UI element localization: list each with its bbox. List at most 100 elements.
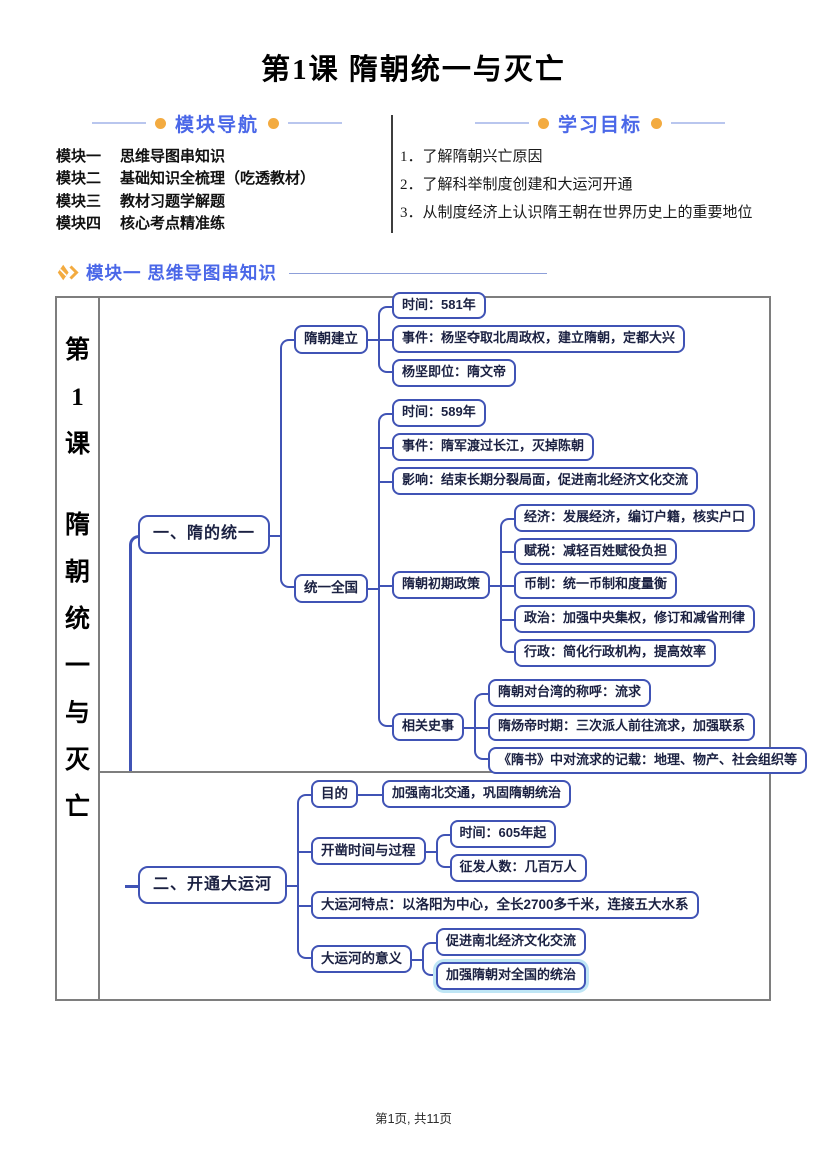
mindmap-branch: 目的加强南北交通，巩固隋朝统治 [311, 777, 572, 811]
mindmap-branch: 二、开通大运河目的加强南北交通，巩固隋朝统治开凿时间与过程时间：605年起征发人… [138, 774, 699, 996]
vertical-title-char: 与 [64, 700, 90, 727]
mindmap-branch: 行政：简化行政机构，提高效率 [514, 639, 717, 667]
list-item: 1．了解隋朝兴亡原因 [400, 149, 543, 165]
mindmap-branch: 赋税：减轻百姓赋役负担 [514, 537, 678, 566]
section-title: 模块一 思维导图串知识 [86, 263, 277, 283]
mindmap-child-row: 杨坚即位：隋文帝 [378, 356, 685, 390]
bullet-dot-icon [651, 117, 662, 129]
mindmap-branch: 时间：605年起 [449, 819, 557, 848]
mindmap-children: 时间：581年事件：杨坚夺取北周政权，建立隋朝，定都大兴杨坚即位：隋文帝 [368, 289, 686, 391]
page-number: 第1页, 共11页 [375, 1112, 452, 1126]
mindmap-node: 事件：隋军渡过长江，灭掉陈朝 [392, 432, 595, 461]
mindmap-child-row: 隋朝对台湾的称呼：流求 [474, 676, 807, 710]
mindmap-child-row: 加强南北交通，巩固隋朝统治 [368, 777, 572, 811]
divider-line [91, 122, 146, 124]
mindmap-child-row: 开凿时间与过程时间：605年起征发人数：几百万人 [297, 813, 699, 888]
mindmap-node: 政治：加强中央集权，修订和减省刑律 [514, 605, 756, 634]
mindmap-child-row: 目的加强南北交通，巩固隋朝统治 [297, 774, 699, 814]
module-nav-title: 模块导航 [174, 114, 259, 136]
mindmap-branch: 时间：581年 [392, 291, 486, 320]
mindmap-node: 加强隋朝对全国的统治 [436, 962, 587, 990]
trunk-connector-line [129, 534, 143, 771]
mindmap-branch: 相关史事隋朝对台湾的称呼：流求隋炀帝时期：三次派人前往流求，加强联系《隋书》中对… [392, 676, 808, 778]
mindmap-node: 时间：589年 [392, 399, 486, 427]
mindmap-child-row: 赋税：减轻百姓赋役负担 [500, 534, 755, 569]
list-item: 模块二 基础知识全梳理（吃透教材） [48, 167, 386, 190]
divider-line [288, 122, 342, 124]
mindmap-branch: 政治：加强中央集权，修订和减省刑律 [514, 605, 756, 634]
mindmap-branch: 《隋书》中对流求的记载：地理、物产、社会组织等 [488, 746, 808, 775]
trunk-connector-line [125, 885, 140, 888]
mindmap-child-row: 隋炀帝时期：三次派人前往流求，加强联系 [474, 709, 807, 744]
mindmap-branch: 隋朝建立时间：581年事件：杨坚夺取北周政权，建立隋朝，定都大兴杨坚即位：隋文帝 [294, 289, 686, 391]
mindmap-child-row: 《隋书》中对流求的记载：地理、物产、社会组织等 [474, 743, 808, 778]
mindmap-child-row: 隋朝建立时间：581年事件：杨坚夺取北周政权，建立隋朝，定都大兴杨坚即位：隋文帝 [280, 286, 807, 394]
mindmap-child-row: 促进南北经济文化交流 [422, 925, 587, 959]
mindmap-child-row: 事件：隋军渡过长江，灭掉陈朝 [378, 429, 807, 464]
mindmap-branch: 隋朝初期政策经济：发展经济，编订户籍，核实户口赋税：减轻百姓赋役负担币制：统一币… [392, 501, 756, 670]
mindmap-branch: 事件：杨坚夺取北周政权，建立隋朝，定都大兴 [392, 325, 686, 354]
learning-goals-header: 学习目标 [400, 110, 800, 136]
mindmap-node: 相关史事 [392, 712, 465, 741]
mindmap-area: 一、隋的统一隋朝建立时间：581年事件：杨坚夺取北周政权，建立隋朝，定都大兴杨坚… [100, 291, 808, 999]
mindmap-node: 影响：结束长期分裂局面，促进南北经济文化交流 [392, 466, 699, 495]
mindmap-row-sui-unification: 一、隋的统一隋朝建立时间：581年事件：杨坚夺取北周政权，建立隋朝，定都大兴杨坚… [100, 291, 808, 775]
mindmap-node: 加强南北交通，巩固隋朝统治 [382, 780, 572, 808]
diamond-chevron-icon [57, 264, 79, 281]
mindmap-child-row: 隋朝初期政策经济：发展经济，编订户籍，核实户口赋税：减轻百姓赋役负担币制：统一币… [378, 497, 807, 674]
mindmap-branch: 加强隋朝对全国的统治 [436, 962, 587, 990]
module-nav-panel: 模块导航 模块一 思维导图串知识 模块二 基础知识全梳理（吃透教材） 模块三 教… [48, 110, 386, 234]
mindmap-node: 杨坚即位：隋文帝 [392, 359, 517, 388]
mindmap-node: 统一全国 [294, 573, 369, 603]
module-label: 模块四 [56, 215, 102, 233]
divider-line [671, 122, 725, 124]
learning-goals-title: 学习目标 [557, 114, 642, 136]
mindmap-child-row: 经济：发展经济，编订户籍，核实户口 [500, 501, 756, 535]
mindmap-branch: 一、隋的统一隋朝建立时间：581年事件：杨坚夺取北周政权，建立隋朝，定都大兴杨坚… [138, 286, 808, 784]
list-item: 模块一 思维导图串知识 [48, 144, 386, 167]
mindmap-branch: 时间：589年 [392, 399, 486, 427]
mindmap-child-row: 事件：杨坚夺取北周政权，建立隋朝，定都大兴 [378, 322, 686, 357]
list-item: 模块三 教材习题学解题 [48, 189, 386, 212]
mindmap-node: 赋税：减轻百姓赋役负担 [514, 537, 678, 566]
mindmap-branch: 隋炀帝时期：三次派人前往流求，加强联系 [488, 712, 756, 741]
mindmap-node: 隋朝初期政策 [392, 571, 491, 600]
mindmap-children: 隋朝建立时间：581年事件：杨坚夺取北周政权，建立隋朝，定都大兴杨坚即位：隋文帝… [270, 286, 808, 784]
mindmap-child-row: 征发人数：几百万人 [435, 850, 587, 885]
mindmap-branch: 币制：统一币制和度量衡 [514, 571, 678, 600]
mindmap-branch: 大运河的意义促进南北经济文化交流加强隋朝对全国的统治 [311, 925, 587, 993]
learning-goals-list: 1．了解隋朝兴亡原因 2．了解科举制度创建和大运河开通 3．从制度经济上认识隋王… [400, 143, 800, 227]
mindmap-branch: 经济：发展经济，编订户籍，核实户口 [514, 503, 756, 532]
vertical-title-char: 课 [64, 431, 90, 458]
module-label: 模块二 [56, 170, 102, 188]
mindmap-node: 经济：发展经济，编订户籍，核实户口 [514, 503, 756, 532]
mindmap-branch: 加强南北交通，巩固隋朝统治 [382, 780, 572, 808]
mindmap-children: 隋朝对台湾的称呼：流求隋炀帝时期：三次派人前往流求，加强联系《隋书》中对流求的记… [464, 676, 808, 778]
vertical-title-char: 隋 [64, 512, 90, 539]
mindmap-children: 经济：发展经济，编订户籍，核实户口赋税：减轻百姓赋役负担币制：统一币制和度量衡政… [490, 501, 756, 670]
module-label: 模块三 [56, 192, 102, 210]
module-nav-list: 模块一 思维导图串知识 模块二 基础知识全梳理（吃透教材） 模块三 教材习题学解… [48, 144, 386, 234]
list-item: 2．了解科举制度创建和大运河开通 [400, 177, 633, 193]
module-text: 教材习题学解题 [120, 192, 226, 210]
mindmap-branch: 统一全国 时间：589年事件：隋军渡过长江，灭掉陈朝影响：结束长期分裂局面，促进南… [294, 396, 808, 780]
mindmap-node: 促进南北经济文化交流 [436, 928, 587, 957]
bullet-dot-icon [154, 117, 166, 129]
module-label: 模块一 [56, 147, 102, 165]
mindmap-node: 大运河特点：以洛阳为中心，全长2700多千米，连接五大水系 [311, 890, 699, 920]
column-divider [391, 115, 393, 233]
module-text: 核心考点精准练 [120, 215, 226, 233]
mindmap-branch: 隋朝对台湾的称呼：流求 [488, 678, 652, 707]
mindmap-child-row: 行政：简化行政机构，提高效率 [500, 636, 755, 670]
module-text: 基础知识全梳理（吃透教材） [120, 170, 316, 188]
mindmap-node: 开凿时间与过程 [311, 836, 426, 866]
mindmap-branch: 促进南北经济文化交流 [436, 928, 587, 957]
vertical-title-char: 一 [64, 653, 90, 680]
list-item: 3．从制度经济上认识隋王朝在世界历史上的重要地位 [400, 205, 753, 221]
module-text: 思维导图串知识 [120, 147, 226, 165]
mindmap-child-row: 影响：结束长期分裂局面，促进南北经济文化交流 [378, 463, 807, 498]
mindmap-node: 隋炀帝时期：三次派人前往流求，加强联系 [488, 712, 756, 741]
section-heading: 模块一 思维导图串知识 [57, 260, 547, 285]
mindmap-branch: 征发人数：几百万人 [449, 853, 587, 882]
